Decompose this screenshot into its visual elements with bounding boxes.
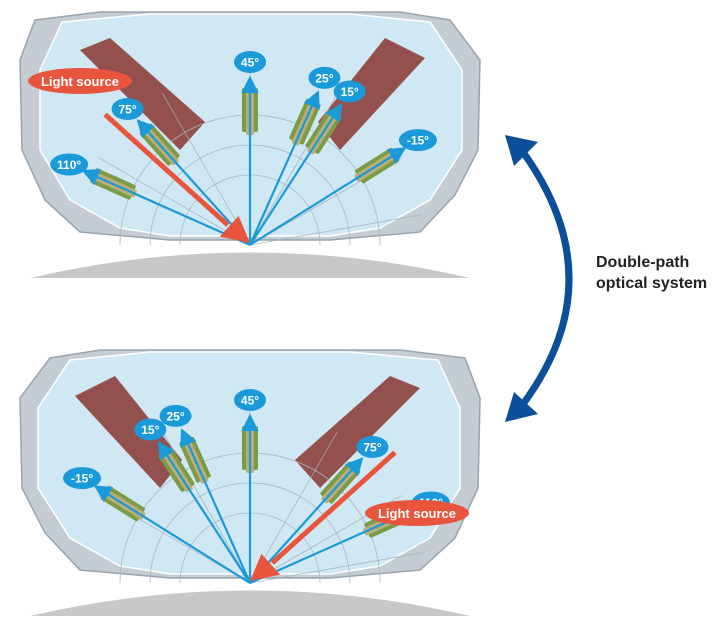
- guide-line: [249, 214, 423, 246]
- light-source-arrowhead: [219, 215, 250, 243]
- light-source-label: Light source: [41, 74, 119, 89]
- guide-line: [249, 552, 423, 584]
- top-measurement-head: 110° 75° 45° 25° 15° -15° Light source: [19, 11, 481, 278]
- receiver-ray: [180, 428, 252, 584]
- light-source-badge: [28, 68, 132, 94]
- light-source-ray: [103, 112, 230, 227]
- double-path-curved-arrow-icon: [505, 135, 573, 422]
- curved-arrow-head-bottom: [505, 392, 538, 422]
- source-housing-right: [318, 38, 425, 150]
- receiver-ray: [93, 485, 251, 584]
- guide-line: [98, 157, 251, 246]
- receiver-ray: [157, 440, 251, 584]
- angle-label-text: 15°: [341, 85, 359, 99]
- angle-label-text: 45°: [241, 394, 259, 408]
- source-housing-left: [295, 376, 420, 488]
- angle-label-badge: [333, 80, 366, 103]
- angle-label-badge: [234, 51, 266, 73]
- light-source-arrowhead: [250, 553, 281, 581]
- angle-label-badge: [111, 98, 144, 121]
- curved-arrow-shaft: [517, 145, 573, 411]
- angle-label-text: 75°: [118, 103, 136, 117]
- receiver-ray: [249, 147, 407, 246]
- angle-label-badge: [398, 129, 437, 152]
- light-source-badge: [365, 500, 469, 526]
- source-housing-left: [80, 38, 205, 150]
- caption-line-1: Double-path: [596, 254, 690, 271]
- bottom-measurement-head: -15°15°25°45°75°110°Light source: [19, 349, 481, 616]
- receiver-ray: [81, 169, 251, 247]
- angle-label-text: 45°: [241, 56, 259, 70]
- angle-label-text: 75°: [363, 441, 381, 455]
- angle-label-text: 25°: [315, 71, 333, 85]
- angle-label-badge: [134, 418, 167, 441]
- angle-label-badge: [234, 389, 266, 411]
- receiver-ray: [248, 90, 320, 246]
- angle-label-badge: [356, 436, 389, 459]
- sample-surface: [30, 252, 470, 278]
- sample-surface: [30, 590, 470, 616]
- light-source-label: Light source: [378, 506, 456, 521]
- angle-label-text: 110°: [57, 158, 81, 172]
- receiver-ray: [249, 102, 343, 246]
- angle-label-text: -15°: [71, 472, 93, 486]
- angle-label-badge: [159, 404, 192, 427]
- caption-line-2: optical system: [596, 275, 708, 292]
- angle-label-text: 15°: [141, 423, 159, 437]
- angle-label-text: 25°: [166, 409, 184, 423]
- source-housing-right: [75, 376, 182, 488]
- angle-label-badge: [50, 153, 89, 176]
- angle-label-badge: [308, 66, 341, 89]
- light-source-ray: [270, 450, 397, 565]
- angle-label-badge: [63, 467, 102, 490]
- angle-label-text: -15°: [407, 134, 429, 148]
- double-path-caption: Double-path optical system: [596, 252, 724, 294]
- curved-arrow-head-top: [505, 135, 538, 166]
